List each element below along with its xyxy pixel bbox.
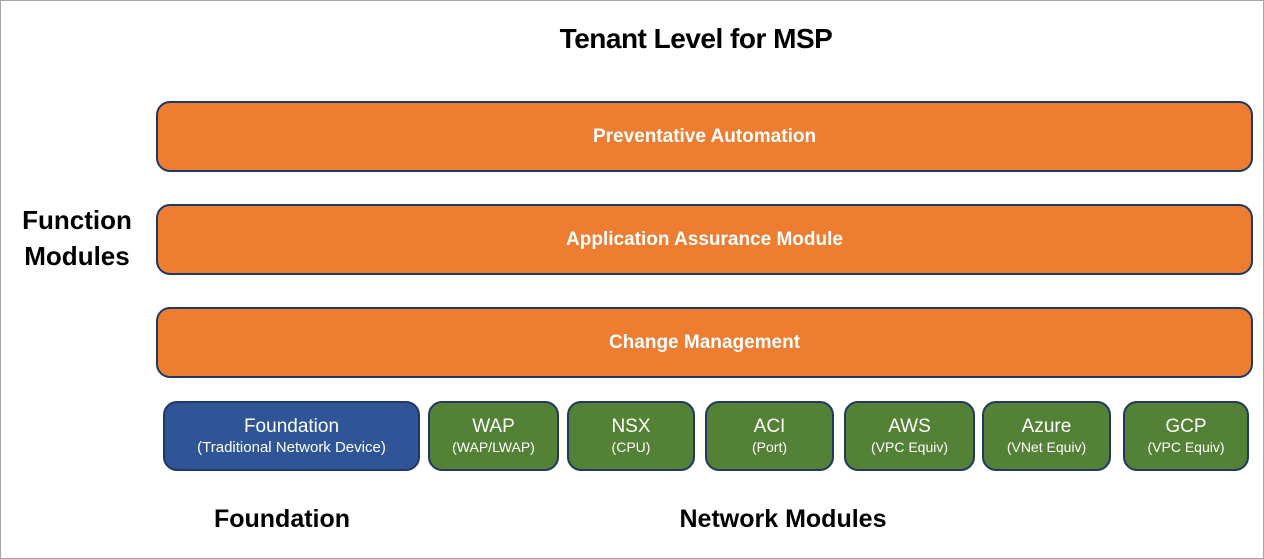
network-module-subtitle: (WAP/LWAP) [452, 439, 535, 456]
network-module-subtitle: (CPU) [611, 439, 651, 456]
network-module-title: NSX [611, 416, 651, 438]
function-modules-label-line1: Function [22, 205, 132, 235]
network-module-aws: AWS (VPC Equiv) [844, 401, 975, 471]
network-module-subtitle: (VPC Equiv) [870, 439, 949, 456]
network-module-aci: ACI (Port) [705, 401, 834, 471]
function-module-application-assurance: Application Assurance Module [156, 204, 1253, 275]
foundation-module-title: Foundation [243, 415, 340, 437]
network-module-title: AWS [888, 416, 931, 438]
foundation-module-subtitle: (Traditional Network Device) [197, 438, 386, 456]
function-modules-label: Function Modules [7, 203, 147, 275]
network-module-azure: Azure (VNet Equiv) [982, 401, 1111, 471]
network-module-subtitle: (VPC Equiv) [1147, 439, 1225, 456]
page-title: Tenant Level for MSP [559, 23, 833, 54]
network-module-title: Azure [1021, 416, 1072, 438]
foundation-group-label: Foundation [213, 505, 351, 533]
network-module-subtitle: (VNet Equiv) [1006, 439, 1087, 456]
network-module-title: WAP [472, 416, 515, 438]
function-modules-label-line2: Modules [24, 240, 130, 271]
network-modules-group-label: Network Modules [679, 505, 887, 533]
network-module-subtitle: (Port) [752, 439, 787, 456]
network-module-nsx: NSX (CPU) [567, 401, 695, 471]
network-module-title: GCP [1165, 416, 1207, 438]
function-module-change-management: Change Management [156, 307, 1253, 378]
network-module-title: ACI [753, 416, 786, 438]
foundation-module-box: Foundation (Traditional Network Device) [163, 401, 420, 471]
function-module-preventative-automation: Preventative Automation [156, 101, 1253, 172]
network-module-wap: WAP (WAP/LWAP) [428, 401, 559, 471]
network-module-gcp: GCP (VPC Equiv) [1123, 401, 1249, 471]
